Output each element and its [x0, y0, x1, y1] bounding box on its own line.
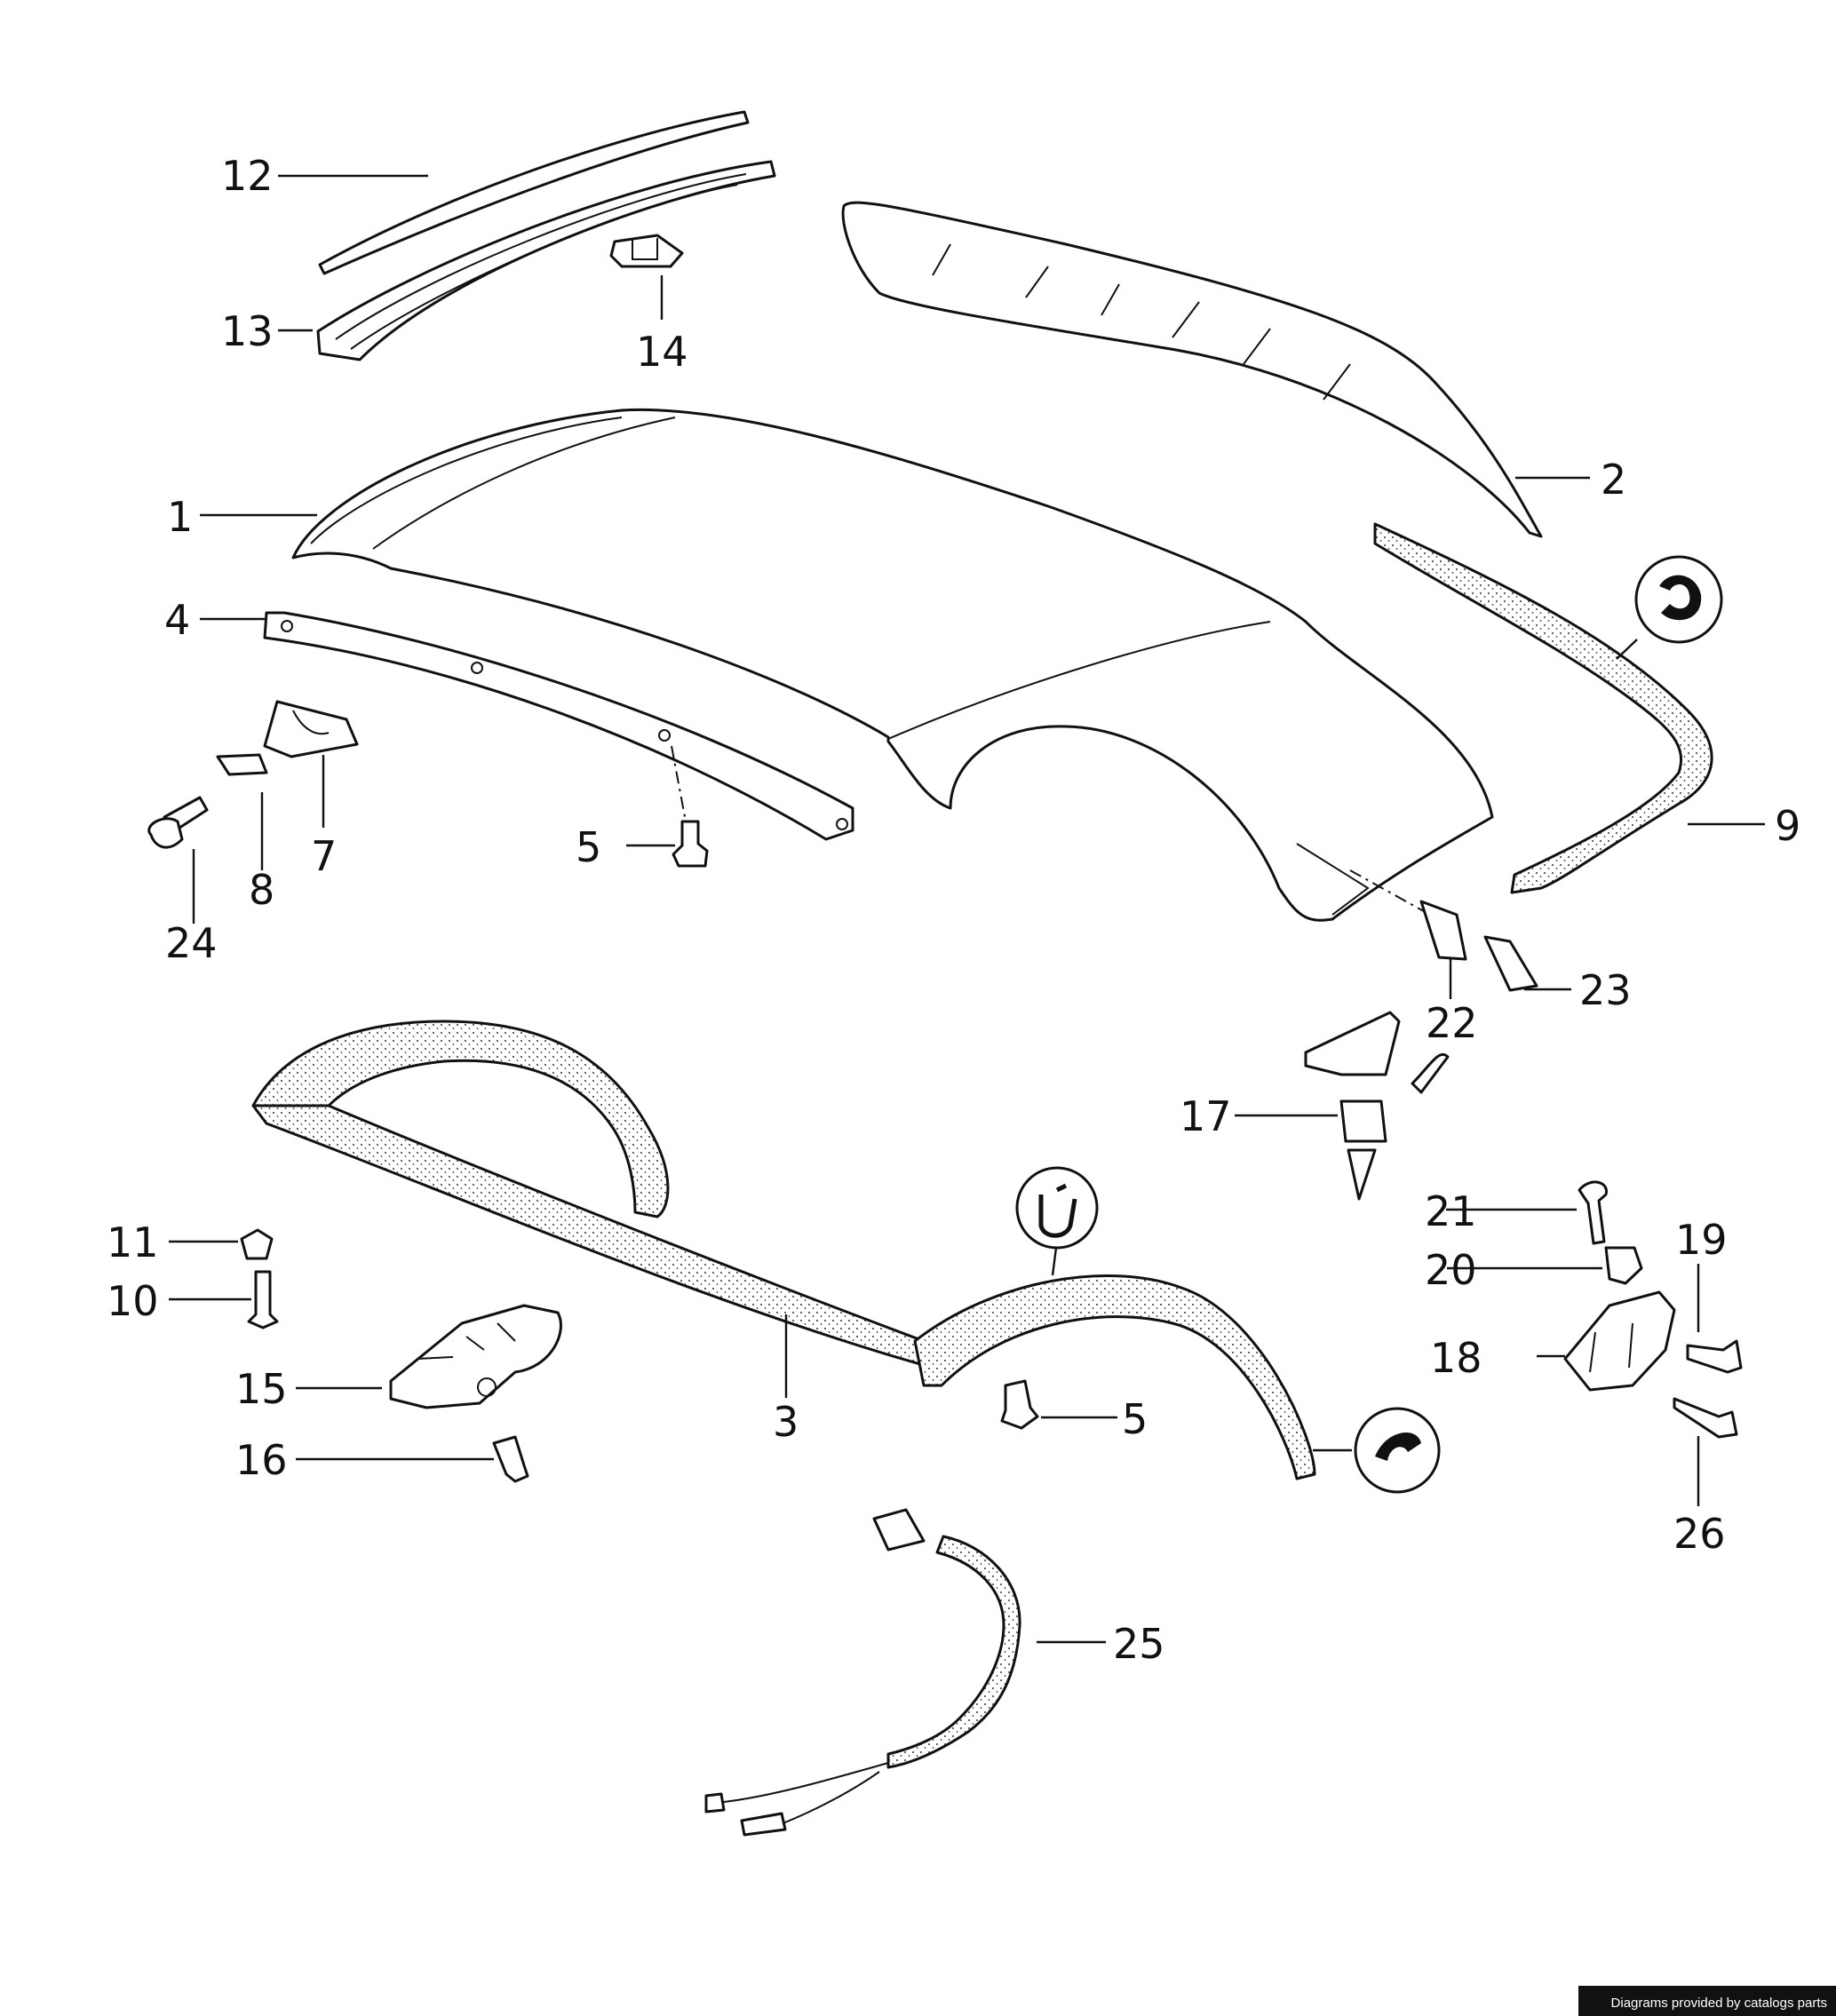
label-26: 26 [1673, 1510, 1726, 1558]
seal-profile-badge-icon [1659, 575, 1702, 621]
part-26-screw [1673, 1397, 1738, 1439]
part-5-screw-upper [671, 745, 709, 868]
part-17-latch [1304, 1011, 1450, 1201]
part-24-bolt [147, 796, 209, 849]
part-9-rear-seal [1373, 522, 1713, 894]
part-18-bracket [1563, 1290, 1676, 1392]
part-25-wire-harness [704, 1508, 1021, 1837]
part-7-bracket [263, 700, 359, 758]
profile-badge-rear-seal [1634, 555, 1723, 644]
part-15-latch-bracket [389, 1304, 562, 1409]
label-5-lower: 5 [1122, 1395, 1148, 1443]
part-11-clip [240, 1228, 274, 1260]
label-23: 23 [1579, 966, 1632, 1014]
part-10-rivet [247, 1270, 279, 1329]
part-3-side-seal-arc [913, 1274, 1316, 1480]
label-12: 12 [221, 152, 274, 200]
label-19: 19 [1675, 1216, 1728, 1264]
label-3: 3 [773, 1398, 799, 1446]
leader-lines [169, 174, 1765, 1644]
label-8: 8 [249, 866, 274, 914]
part-12-trim-strip [318, 110, 750, 275]
label-14: 14 [636, 328, 688, 376]
label-11: 11 [107, 1218, 159, 1266]
credit-text: Diagrams provided by catalogs parts [1610, 1996, 1827, 2011]
label-9: 9 [1775, 802, 1800, 850]
label-15: 15 [235, 1365, 288, 1413]
credit-banner: Diagrams provided by catalogs parts [1578, 1986, 1836, 2016]
part-20-bushing [1604, 1246, 1643, 1285]
part-2-rear-window [841, 201, 1543, 538]
hook-profile-badge-icon [1038, 1183, 1077, 1238]
label-18: 18 [1430, 1334, 1482, 1382]
label-21: 21 [1425, 1187, 1477, 1235]
label-25: 25 [1113, 1620, 1165, 1668]
part-3-side-seal [251, 1020, 934, 1369]
label-5-upper: 5 [576, 823, 601, 871]
label-22: 22 [1426, 999, 1478, 1047]
label-2: 2 [1601, 456, 1626, 504]
part-23-pad [1483, 935, 1538, 992]
part-4-front-rail [263, 611, 854, 841]
part-5-screw-lower [1000, 1379, 1039, 1430]
label-4: 4 [164, 596, 190, 644]
label-1: 1 [167, 493, 193, 541]
label-7: 7 [311, 832, 337, 880]
part-8-cap [216, 753, 268, 776]
profile-badge-side-seal [1015, 1166, 1099, 1250]
label-17: 17 [1180, 1092, 1232, 1140]
part-22-plate [1349, 869, 1467, 961]
part-21-pin [1578, 1180, 1608, 1245]
label-20: 20 [1425, 1246, 1477, 1294]
label-10: 10 [107, 1277, 159, 1325]
part-1-hardtop-shell [291, 408, 1494, 922]
part-16-screw [492, 1435, 529, 1483]
label-13: 13 [221, 307, 274, 355]
label-16: 16 [235, 1436, 288, 1484]
label-24: 24 [165, 919, 218, 967]
part-19-screw [1686, 1339, 1743, 1374]
profile-badge-arc-seal [1354, 1407, 1441, 1494]
lip-profile-badge-icon [1375, 1433, 1421, 1461]
part-13-seal-frame [316, 160, 776, 361]
callout-labels: 12 13 14 2 1 4 5 7 8 24 9 22 23 17 3 11 … [107, 152, 1800, 1668]
part-14-clip [609, 234, 684, 268]
